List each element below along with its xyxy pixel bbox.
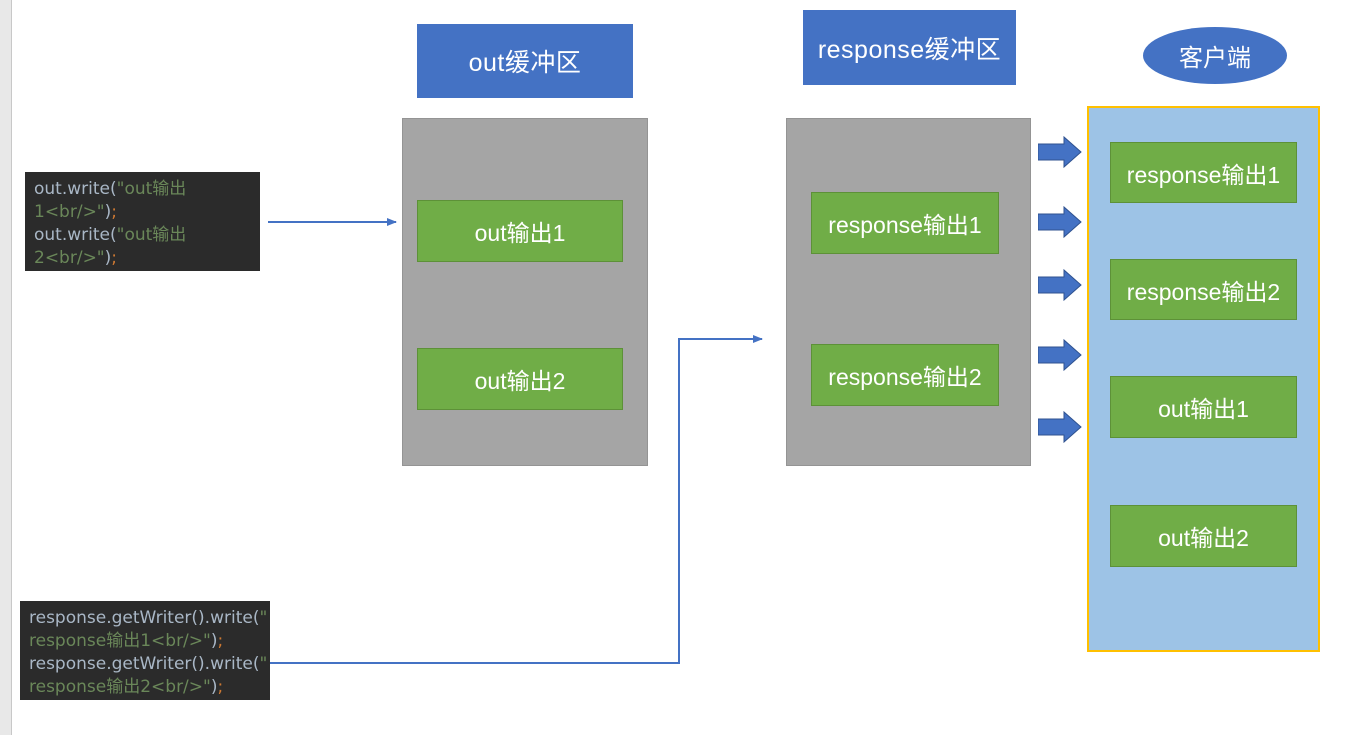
code-line: 2<br/>");	[34, 247, 252, 270]
code-line: response输出1<br/>");	[29, 630, 262, 653]
page-margin-rule	[11, 0, 12, 735]
code-token: )	[104, 202, 112, 222]
code-line: response输出2<br/>");	[29, 676, 262, 699]
block-arrow-4	[1037, 338, 1082, 372]
code-line: out.write("out输出	[34, 178, 252, 201]
code-token: ;	[217, 677, 224, 697]
code-token: )	[104, 248, 112, 268]
code-line: response.getWriter().write("	[29, 607, 267, 630]
client-item-1-label: response输出1	[1126, 161, 1281, 188]
code-token: 1<br/>"	[34, 202, 105, 222]
code-line: response.getWriter().write("	[29, 653, 267, 676]
header-response-buffer: response缓冲区	[803, 10, 1016, 85]
code-token: response输出2<br/>"	[29, 677, 211, 697]
header-out-buffer-label: out缓冲区	[468, 49, 582, 77]
code-token: )	[210, 631, 218, 651]
code-line: out.write("out输出	[34, 224, 252, 247]
client-item-4: out输出2	[1110, 505, 1297, 567]
code-line: 1<br/>");	[34, 201, 252, 224]
response-buffer-item-1: response输出1	[811, 192, 999, 254]
code-token: response.getWriter().write(	[29, 608, 260, 628]
client-item-3: out输出1	[1110, 376, 1297, 438]
out-buffer-item-2: out输出2	[417, 348, 623, 410]
code-token: ;	[111, 202, 118, 222]
code-token: "	[259, 608, 268, 628]
response-buffer-item-2-label: response输出2	[828, 364, 982, 390]
block-arrow-3	[1037, 268, 1082, 302]
code-token: response.getWriter().write(	[29, 654, 260, 674]
header-client-ellipse: 客户端	[1143, 27, 1287, 84]
code-token: out.write(	[34, 225, 117, 245]
out-buffer-item-2-label: out输出2	[474, 368, 566, 394]
code-token: out.write(	[34, 179, 117, 199]
out-buffer-item-1-label: out输出1	[474, 220, 566, 246]
client-item-1: response输出1	[1110, 142, 1297, 203]
header-client-label: 客户端	[1179, 45, 1251, 72]
code-token: )	[210, 677, 218, 697]
code-token: "out输出	[116, 179, 187, 199]
block-arrow-5	[1037, 410, 1082, 444]
code-token: ;	[217, 631, 224, 651]
code-token: "out输出	[116, 225, 187, 245]
block-arrow-1	[1037, 135, 1082, 169]
response-buffer-item-2: response输出2	[811, 344, 999, 406]
code-block-response-write: response.getWriter().write("response输出1<…	[20, 601, 270, 700]
client-item-2-label: response输出2	[1126, 278, 1281, 305]
page-margin-strip	[0, 0, 11, 735]
out-buffer-container	[402, 118, 648, 466]
client-item-3-label: out输出1	[1158, 396, 1249, 422]
code-token: "	[259, 654, 268, 674]
code-token: response输出1<br/>"	[29, 631, 211, 651]
code-token: 2<br/>"	[34, 248, 105, 268]
code-token: ;	[111, 248, 118, 268]
header-response-buffer-label: response缓冲区	[817, 35, 1002, 64]
out-buffer-item-1: out输出1	[417, 200, 623, 262]
client-item-4-label: out输出2	[1158, 525, 1249, 551]
response-buffer-container	[786, 118, 1031, 466]
response-buffer-item-1-label: response输出1	[828, 212, 982, 238]
block-arrow-2	[1037, 205, 1082, 239]
header-out-buffer: out缓冲区	[417, 24, 633, 98]
client-item-2: response输出2	[1110, 259, 1297, 320]
